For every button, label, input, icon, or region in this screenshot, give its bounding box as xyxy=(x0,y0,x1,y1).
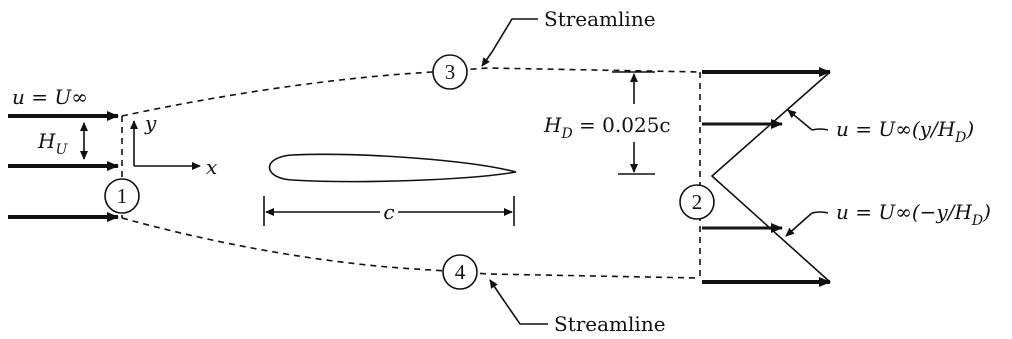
lower-profile-leader-arrow xyxy=(785,212,813,237)
lower-streamline xyxy=(121,217,701,279)
upper-streamline xyxy=(121,67,701,117)
station-2-marker: 2 xyxy=(679,184,715,220)
lower-profile-leader xyxy=(811,211,829,214)
station-2-number: 2 xyxy=(692,190,703,214)
bottom-streamline-leader xyxy=(497,291,548,325)
station-1-number: 1 xyxy=(117,184,128,208)
y-axis-label: y xyxy=(144,111,157,135)
inflow-velocity-label: u = U∞ xyxy=(12,85,88,109)
x-axis-label: x xyxy=(206,155,217,179)
top-streamline-leader xyxy=(491,18,538,53)
wake-profile-line xyxy=(710,71,831,283)
station-1-marker: 1 xyxy=(104,178,140,214)
bottom-streamline-label: Streamline xyxy=(554,312,666,336)
wake-profile-arrows xyxy=(702,67,831,287)
upper-profile-leader xyxy=(811,128,829,131)
bottom-streamline-leader-arrow xyxy=(489,279,499,293)
airfoil xyxy=(268,153,517,183)
station-3-marker: 3 xyxy=(432,54,468,90)
top-streamline-label: Streamline xyxy=(544,7,656,31)
lower-profile-label: u = U∞(−y/HD) xyxy=(836,200,991,229)
downstream-height-label: HD = 0.025c xyxy=(543,113,671,142)
upper-profile-label: u = U∞(y/HD) xyxy=(836,117,974,146)
station-3-number: 3 xyxy=(445,60,456,84)
station-4-marker: 4 xyxy=(442,254,478,290)
chord-label: c xyxy=(383,200,394,224)
station-4-number: 4 xyxy=(455,260,466,284)
inflow-arrows xyxy=(8,111,119,222)
upstream-height-label: HU xyxy=(37,129,68,158)
top-streamline-leader-arrow xyxy=(481,51,493,67)
upper-profile-leader-arrow xyxy=(787,109,813,131)
